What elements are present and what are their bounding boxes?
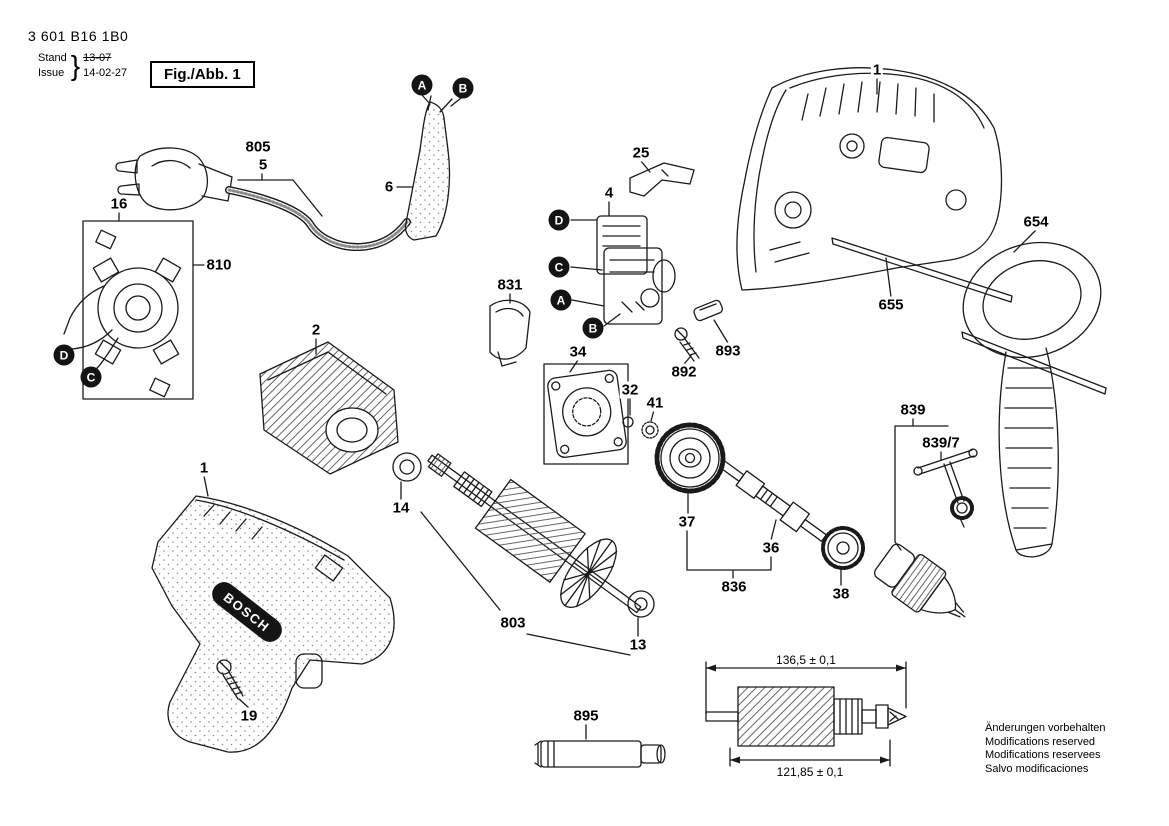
lever-drawing	[629, 162, 695, 197]
figure-label: Fig./Abb. 1	[150, 61, 255, 88]
lower-housing-drawing: BOSCH	[151, 495, 395, 753]
grease-tube-drawing	[534, 740, 666, 768]
bearing-drawing-14	[392, 452, 422, 482]
brush-cover-drawing	[489, 299, 531, 367]
title-block: 3 601 B16 1B0 Stand Issue } 13-07 14-02-…	[28, 28, 255, 88]
footer-note-Salvomodificaciones: Salvo modificaciones	[985, 762, 1089, 775]
dimension-drawing	[705, 661, 907, 767]
chuck-key-drawing	[913, 448, 978, 528]
brush-assembly-drawing	[63, 220, 194, 400]
footer-note-Modificationsreserved: Modifications reserved	[985, 735, 1096, 748]
stator-drawing	[259, 341, 399, 475]
footer-note-Änderungenvorbehalten: Änderungen vorbehalten	[985, 722, 1106, 734]
part-number: 3 601 B16 1B0	[28, 28, 129, 44]
depth-rod-drawing	[831, 237, 1107, 395]
stand-value: 13-07	[83, 52, 112, 64]
footer-note-Modificationsreservees: Modifications reservees	[985, 749, 1101, 761]
chuck-drawing	[873, 543, 966, 618]
revision-block: Stand Issue } 13-07 14-02-27	[38, 51, 128, 81]
armature-drawing	[427, 453, 642, 614]
clamp-drawing-893	[693, 299, 724, 322]
issue-label: Issue	[38, 67, 65, 79]
washer-drawing-41	[641, 421, 659, 439]
spindle-drawing	[718, 460, 827, 542]
cord-guard-drawing	[404, 95, 453, 241]
upper-housing-drawing	[736, 67, 1003, 291]
gear-drawing-37	[654, 422, 726, 494]
ratchet-drawing-38	[821, 526, 865, 570]
bearing-drawing-13	[627, 590, 655, 618]
power-plug-drawing	[115, 147, 411, 252]
gear-plate-drawing	[543, 363, 659, 465]
brace-glyph: }	[70, 50, 81, 81]
switch-drawing	[596, 215, 676, 325]
ring-drawing-32	[622, 416, 634, 428]
stand-label: Stand	[38, 52, 67, 64]
screw-drawing-19	[216, 659, 244, 700]
aux-handle-drawing	[962, 241, 1102, 558]
issue-value: 14-02-27	[83, 67, 128, 79]
screw-drawing-892	[674, 327, 700, 362]
